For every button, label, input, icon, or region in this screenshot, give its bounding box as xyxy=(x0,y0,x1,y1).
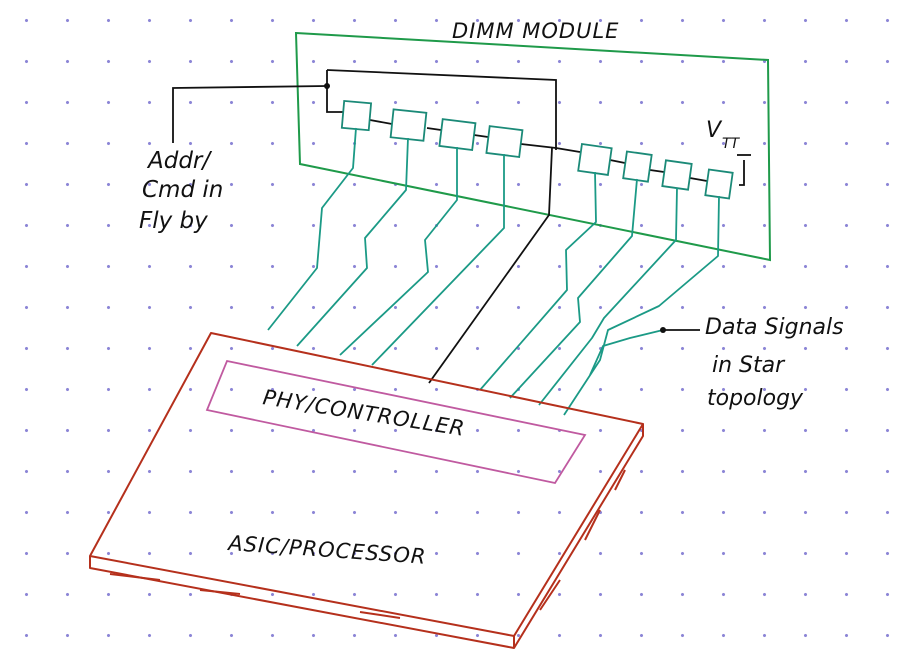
phy-controller-label: PHY/CONTROLLER xyxy=(261,385,467,441)
data-signals-label-line-2: in Star xyxy=(712,353,786,378)
vtt-subscript: TT xyxy=(722,136,741,152)
dram-chip-7 xyxy=(661,159,693,191)
dimm-module-label: DIMM MODULE xyxy=(452,19,619,43)
asic-processor-package xyxy=(89,332,644,649)
dram-chip-4 xyxy=(485,125,524,158)
dram-chip-5 xyxy=(577,143,613,176)
addr-cmd-label-line-1: Addr/ xyxy=(146,148,212,174)
addr-cmd-flyby-bus xyxy=(172,69,751,384)
data-signals-label-line-3: topology xyxy=(707,386,804,411)
phy-controller-block xyxy=(205,359,587,485)
dram-chip-6 xyxy=(622,150,653,183)
dram-chip-2 xyxy=(389,108,428,142)
dimm-module-board xyxy=(294,31,772,262)
data-pointer-dot xyxy=(660,327,666,333)
data-signals-label-line-1: Data Signals xyxy=(705,315,844,340)
data-signal-traces xyxy=(267,127,720,416)
asic-processor-label: ASIC/PROCESSOR xyxy=(226,531,428,569)
dram-chip-1 xyxy=(340,99,373,132)
dram-chip-8 xyxy=(704,168,734,200)
flyby-junction-dot xyxy=(324,83,330,89)
addr-cmd-label-line-2: Cmd in xyxy=(142,177,223,203)
addr-cmd-label-line-3: Fly by xyxy=(139,208,208,234)
vtt-label: V xyxy=(706,118,723,143)
dram-chips xyxy=(340,99,734,200)
dram-chip-3 xyxy=(438,118,477,151)
